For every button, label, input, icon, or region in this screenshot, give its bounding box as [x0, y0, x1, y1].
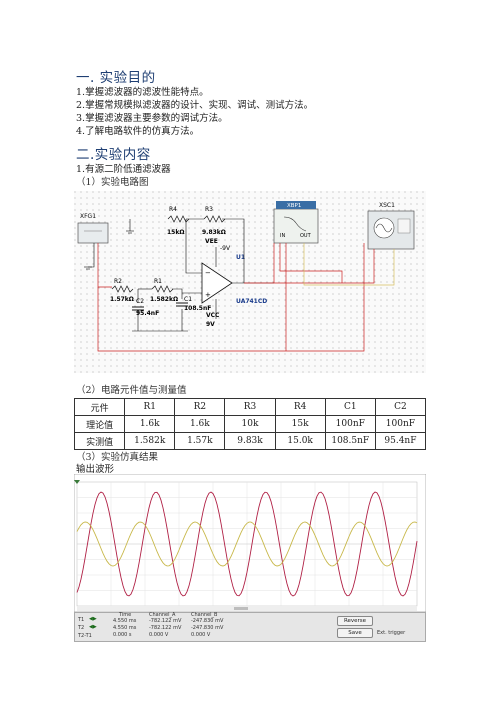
- table-header-row: 元件 R1 R2 R3 R4 C1 C2: [73, 398, 427, 416]
- svg-text:+: +: [205, 291, 211, 299]
- vcc-label: VCC: [206, 312, 220, 319]
- channel-b-waveform: [76, 521, 418, 567]
- col-channel-b-header: Channel_B: [191, 612, 218, 618]
- save-button[interactable]: Save: [337, 628, 373, 638]
- bode-in-label: IN: [280, 233, 285, 239]
- table-cell: 100nF: [374, 415, 427, 433]
- oscilloscope: XSC1: [367, 202, 415, 250]
- vcc-value: 9V: [206, 321, 215, 328]
- t1-channel-b: -247.830 mV: [191, 618, 224, 624]
- svg-text:−: −: [205, 269, 211, 277]
- c2-label: C2: [136, 298, 144, 305]
- red-wires: [97, 243, 375, 352]
- table-cell: 15.0k: [274, 432, 326, 450]
- r1-label: R1: [154, 278, 162, 285]
- r2-value: 1.57kΩ: [110, 296, 134, 303]
- xfg-label: XFG1: [80, 213, 96, 220]
- dt-time: 0.000 s: [113, 632, 132, 638]
- resistor-r4: R4 15kΩ: [167, 206, 190, 236]
- table-header-cell: 元件: [73, 398, 126, 416]
- t1-arrows-icon[interactable]: ◀▶: [89, 616, 97, 622]
- r3-label: R3: [205, 206, 213, 213]
- table-cell: 15k: [274, 415, 326, 433]
- table-row: 实测值 1.582k 1.57k 9.83k 15.0k 108.5nF 95.…: [73, 432, 427, 450]
- caption-circuit: （1）实验电路图: [76, 177, 149, 188]
- caption-waveform: 输出波形: [76, 464, 115, 475]
- col-channel-a-header: Channel_A: [149, 612, 176, 618]
- table-header-cell: R1: [124, 398, 176, 416]
- dt-channel-b: 0.000 V: [191, 632, 211, 638]
- function-generator: XFG1: [77, 213, 109, 244]
- resistor-r3: R3 9.83kΩ: [202, 206, 226, 236]
- capacitor-c1: C1 108.5nF: [176, 296, 211, 312]
- table-cell: 95.4nF: [374, 432, 427, 450]
- c1-label: C1: [184, 296, 192, 303]
- r4-label: R4: [169, 206, 177, 213]
- capacitor-c2: C2 95.4nF: [132, 298, 159, 317]
- table-cell: 108.5nF: [324, 432, 376, 450]
- caption-simulation: （3）实验仿真结果: [76, 452, 159, 463]
- section-2-heading: 二.实验内容: [76, 147, 151, 163]
- table-cell: 理论值: [73, 415, 126, 433]
- resistor-r1: R1 1.582kΩ: [150, 278, 178, 303]
- yellow-wire: [303, 243, 395, 286]
- scope-readout-panel: T1 T2 T2-T1 ◀▶ ◀▶ Time Channel_A Channel…: [74, 612, 426, 642]
- component-values-table: 元件 R1 R2 R3 R4 C1 C2 理论值 1.6k 1.6k 10k 1…: [73, 398, 427, 450]
- channel-a-waveform: [76, 491, 418, 597]
- r2-label: R2: [114, 278, 122, 285]
- r3-value: 9.83kΩ: [202, 229, 226, 236]
- table-cell: 1.582k: [124, 432, 176, 450]
- subheading-filter: 1.有源二阶低通滤波器: [76, 164, 171, 175]
- t1-time: 4.550 ms: [113, 618, 137, 624]
- table-cell: 1.6k: [174, 415, 226, 433]
- col-time-header: Time: [119, 612, 132, 618]
- t2-t1-label: T2-T1: [78, 633, 92, 639]
- caption-values: （2）电路元件值与测量值: [76, 385, 187, 396]
- resistor-r2: R2 1.57kΩ: [110, 278, 134, 303]
- table-header-cell: R2: [174, 398, 226, 416]
- objective-item-1: 1.掌握滤波器的滤波性能特点。: [76, 87, 209, 98]
- reverse-button[interactable]: Reverse: [337, 616, 373, 626]
- oscilloscope-screen: [74, 474, 426, 613]
- t1-label: T1: [78, 617, 85, 623]
- table-cell: 1.6k: [124, 415, 176, 433]
- table-cell: 10k: [224, 415, 276, 433]
- ext-trigger-label: Ext. trigger: [377, 630, 406, 636]
- circuit-diagram: XFG1 XBP1 IN OUT XSC1 R4 15kΩ R3 9.83kΩ …: [74, 191, 426, 373]
- t2-time: 4.550 ms: [113, 625, 137, 631]
- c1-value: 108.5nF: [184, 305, 211, 312]
- u1-label: U1: [236, 254, 245, 261]
- opamp-label: UA741CD: [236, 298, 267, 305]
- objective-item-3: 3.掌握滤波器主要参数的调试方法。: [76, 113, 228, 124]
- section-1-heading: 一. 实验目的: [76, 70, 156, 86]
- table-cell: 100nF: [324, 415, 376, 433]
- table-header-cell: R4: [274, 398, 326, 416]
- vee-label: VEE: [205, 238, 218, 245]
- t2-channel-b: -247.830 mV: [191, 625, 224, 631]
- table-row: 理论值 1.6k 1.6k 10k 15k 100nF 100nF: [73, 415, 427, 433]
- table-header-cell: C2: [374, 398, 427, 416]
- table-cell: 1.57k: [174, 432, 226, 450]
- objective-item-2: 2.掌握常规模拟滤波器的设计、实现、调试、测试方法。: [76, 100, 314, 111]
- r4-value: 15kΩ: [167, 229, 184, 236]
- table-header-cell: R3: [224, 398, 276, 416]
- r1-value: 1.582kΩ: [150, 296, 178, 303]
- dt-channel-a: 0.000 V: [149, 632, 169, 638]
- t2-label: T2: [78, 625, 85, 631]
- table-header-cell: C1: [324, 398, 376, 416]
- bode-out-label: OUT: [300, 233, 312, 239]
- t1-channel-a: -782.122 mV: [149, 618, 182, 624]
- t2-channel-a: -782.122 mV: [149, 625, 182, 631]
- c2-value: 95.4nF: [136, 310, 159, 317]
- xbp-label: XBP1: [287, 203, 301, 209]
- objective-item-4: 4.了解电路软件的仿真方法。: [76, 126, 200, 137]
- table-cell: 9.83k: [224, 432, 276, 450]
- xsc-label: XSC1: [379, 202, 395, 209]
- table-cell: 实测值: [73, 432, 126, 450]
- bode-plotter: XBP1 IN OUT: [273, 201, 319, 244]
- t2-arrows-icon[interactable]: ◀▶: [89, 624, 97, 630]
- vee-value: -9V: [220, 245, 231, 252]
- op-amp: − + U1 UA741CD: [201, 254, 267, 305]
